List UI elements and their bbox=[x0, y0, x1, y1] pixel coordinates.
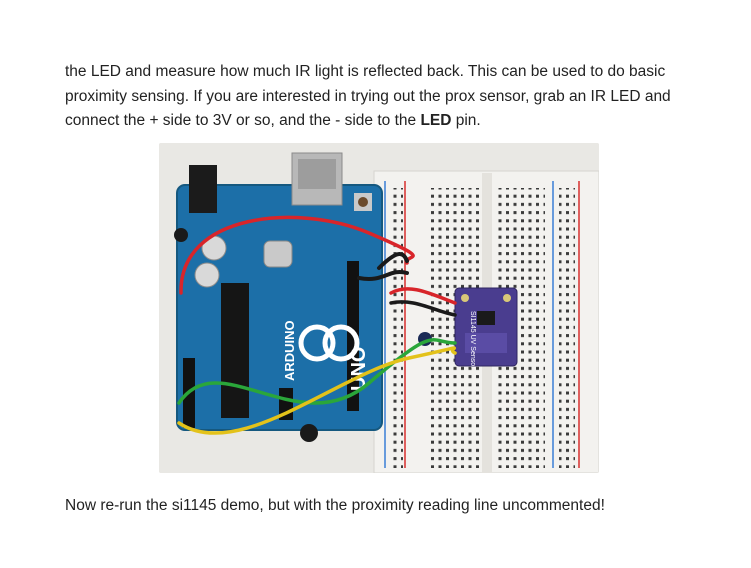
photo-illustration: ARDUINO UNO SI1145 UV Sensor bbox=[159, 143, 599, 473]
closing-paragraph: Now re-run the si1145 demo, but with the… bbox=[65, 497, 605, 514]
sensor-label: SI1145 UV Sensor bbox=[469, 311, 476, 369]
paragraph-text: the LED and measure how much IR light is… bbox=[65, 63, 671, 129]
instruction-paragraph: the LED and measure how much IR light is… bbox=[65, 60, 705, 134]
arduino-breadboard-photo: ARDUINO UNO SI1145 UV Sensor bbox=[159, 143, 599, 473]
jumper-wires bbox=[177, 215, 457, 435]
board-label: ARDUINO bbox=[282, 320, 297, 381]
led-pin-bold: LED bbox=[420, 112, 452, 129]
si1145-sensor-board: SI1145 UV Sensor bbox=[454, 287, 518, 369]
paragraph-text-end: pin. bbox=[451, 112, 481, 129]
arduino-board: ARDUINO UNO bbox=[176, 152, 383, 431]
